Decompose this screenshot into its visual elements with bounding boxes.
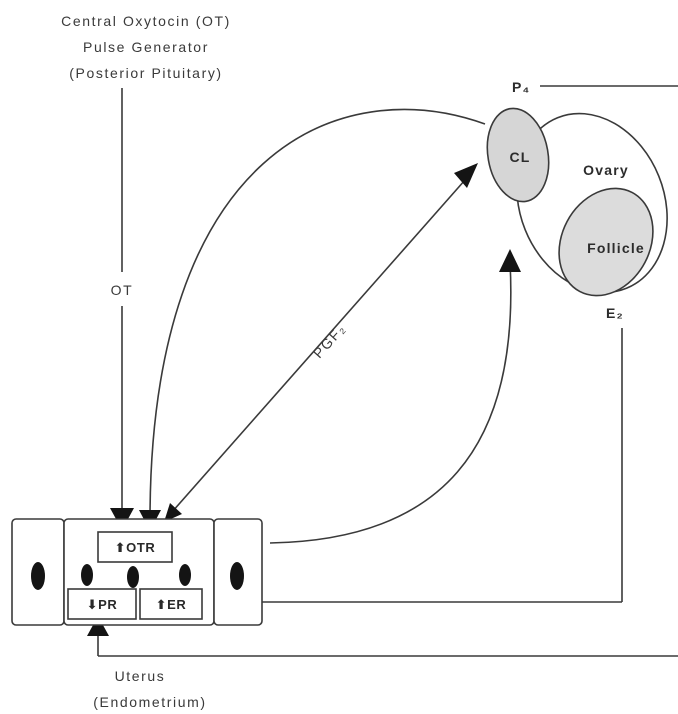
nucleus-right <box>230 562 244 590</box>
nucleus-center-mid <box>127 566 139 588</box>
p4-label: P₄ <box>512 79 530 95</box>
follicle-label: Follicle <box>587 240 645 256</box>
uterus-label-line2: (Endometrium) <box>93 694 206 710</box>
uterus-ovary-arrowhead <box>499 249 521 272</box>
uterus-to-ovary-curve <box>270 249 521 543</box>
ot-label: OT <box>111 282 134 298</box>
uterus-ovary-curve <box>270 262 511 543</box>
pgf-pathway: PGF₂ <box>164 163 478 522</box>
p4-pathway: P₄ <box>512 79 678 95</box>
er-box: ⬆ER <box>140 589 202 619</box>
e2-label: E₂ <box>606 305 624 321</box>
uterus-label-line1: Uterus <box>115 668 166 684</box>
pr-label: ⬇PR <box>87 597 118 612</box>
uterus-label: Uterus (Endometrium) <box>93 668 206 710</box>
cl-oxytocin-curve <box>150 110 485 520</box>
pulse-generator-line1: Central Oxytocin (OT) <box>61 13 231 29</box>
pulse-generator-line3: (Posterior Pituitary) <box>69 65 222 81</box>
otr-label: ⬆OTR <box>115 540 156 555</box>
otr-box: ⬆OTR <box>98 532 172 562</box>
pulse-generator-line2: Pulse Generator <box>83 39 209 55</box>
nucleus-center-right <box>179 564 191 586</box>
cl-label: CL <box>509 149 530 165</box>
cl-to-otr-curve <box>139 110 485 531</box>
pgf-arrowhead-to-cl <box>454 163 478 188</box>
nucleus-center-left <box>81 564 93 586</box>
ovary-label: Ovary <box>583 162 629 178</box>
pr-box: ⬇PR <box>68 589 136 619</box>
ot-pathway: OT <box>110 88 134 530</box>
pgf-label: PGF₂ <box>310 320 349 361</box>
pulse-generator-label: Central Oxytocin (OT) Pulse Generator (P… <box>61 13 231 81</box>
nucleus-left <box>31 562 45 590</box>
er-label: ⬆ER <box>156 597 187 612</box>
